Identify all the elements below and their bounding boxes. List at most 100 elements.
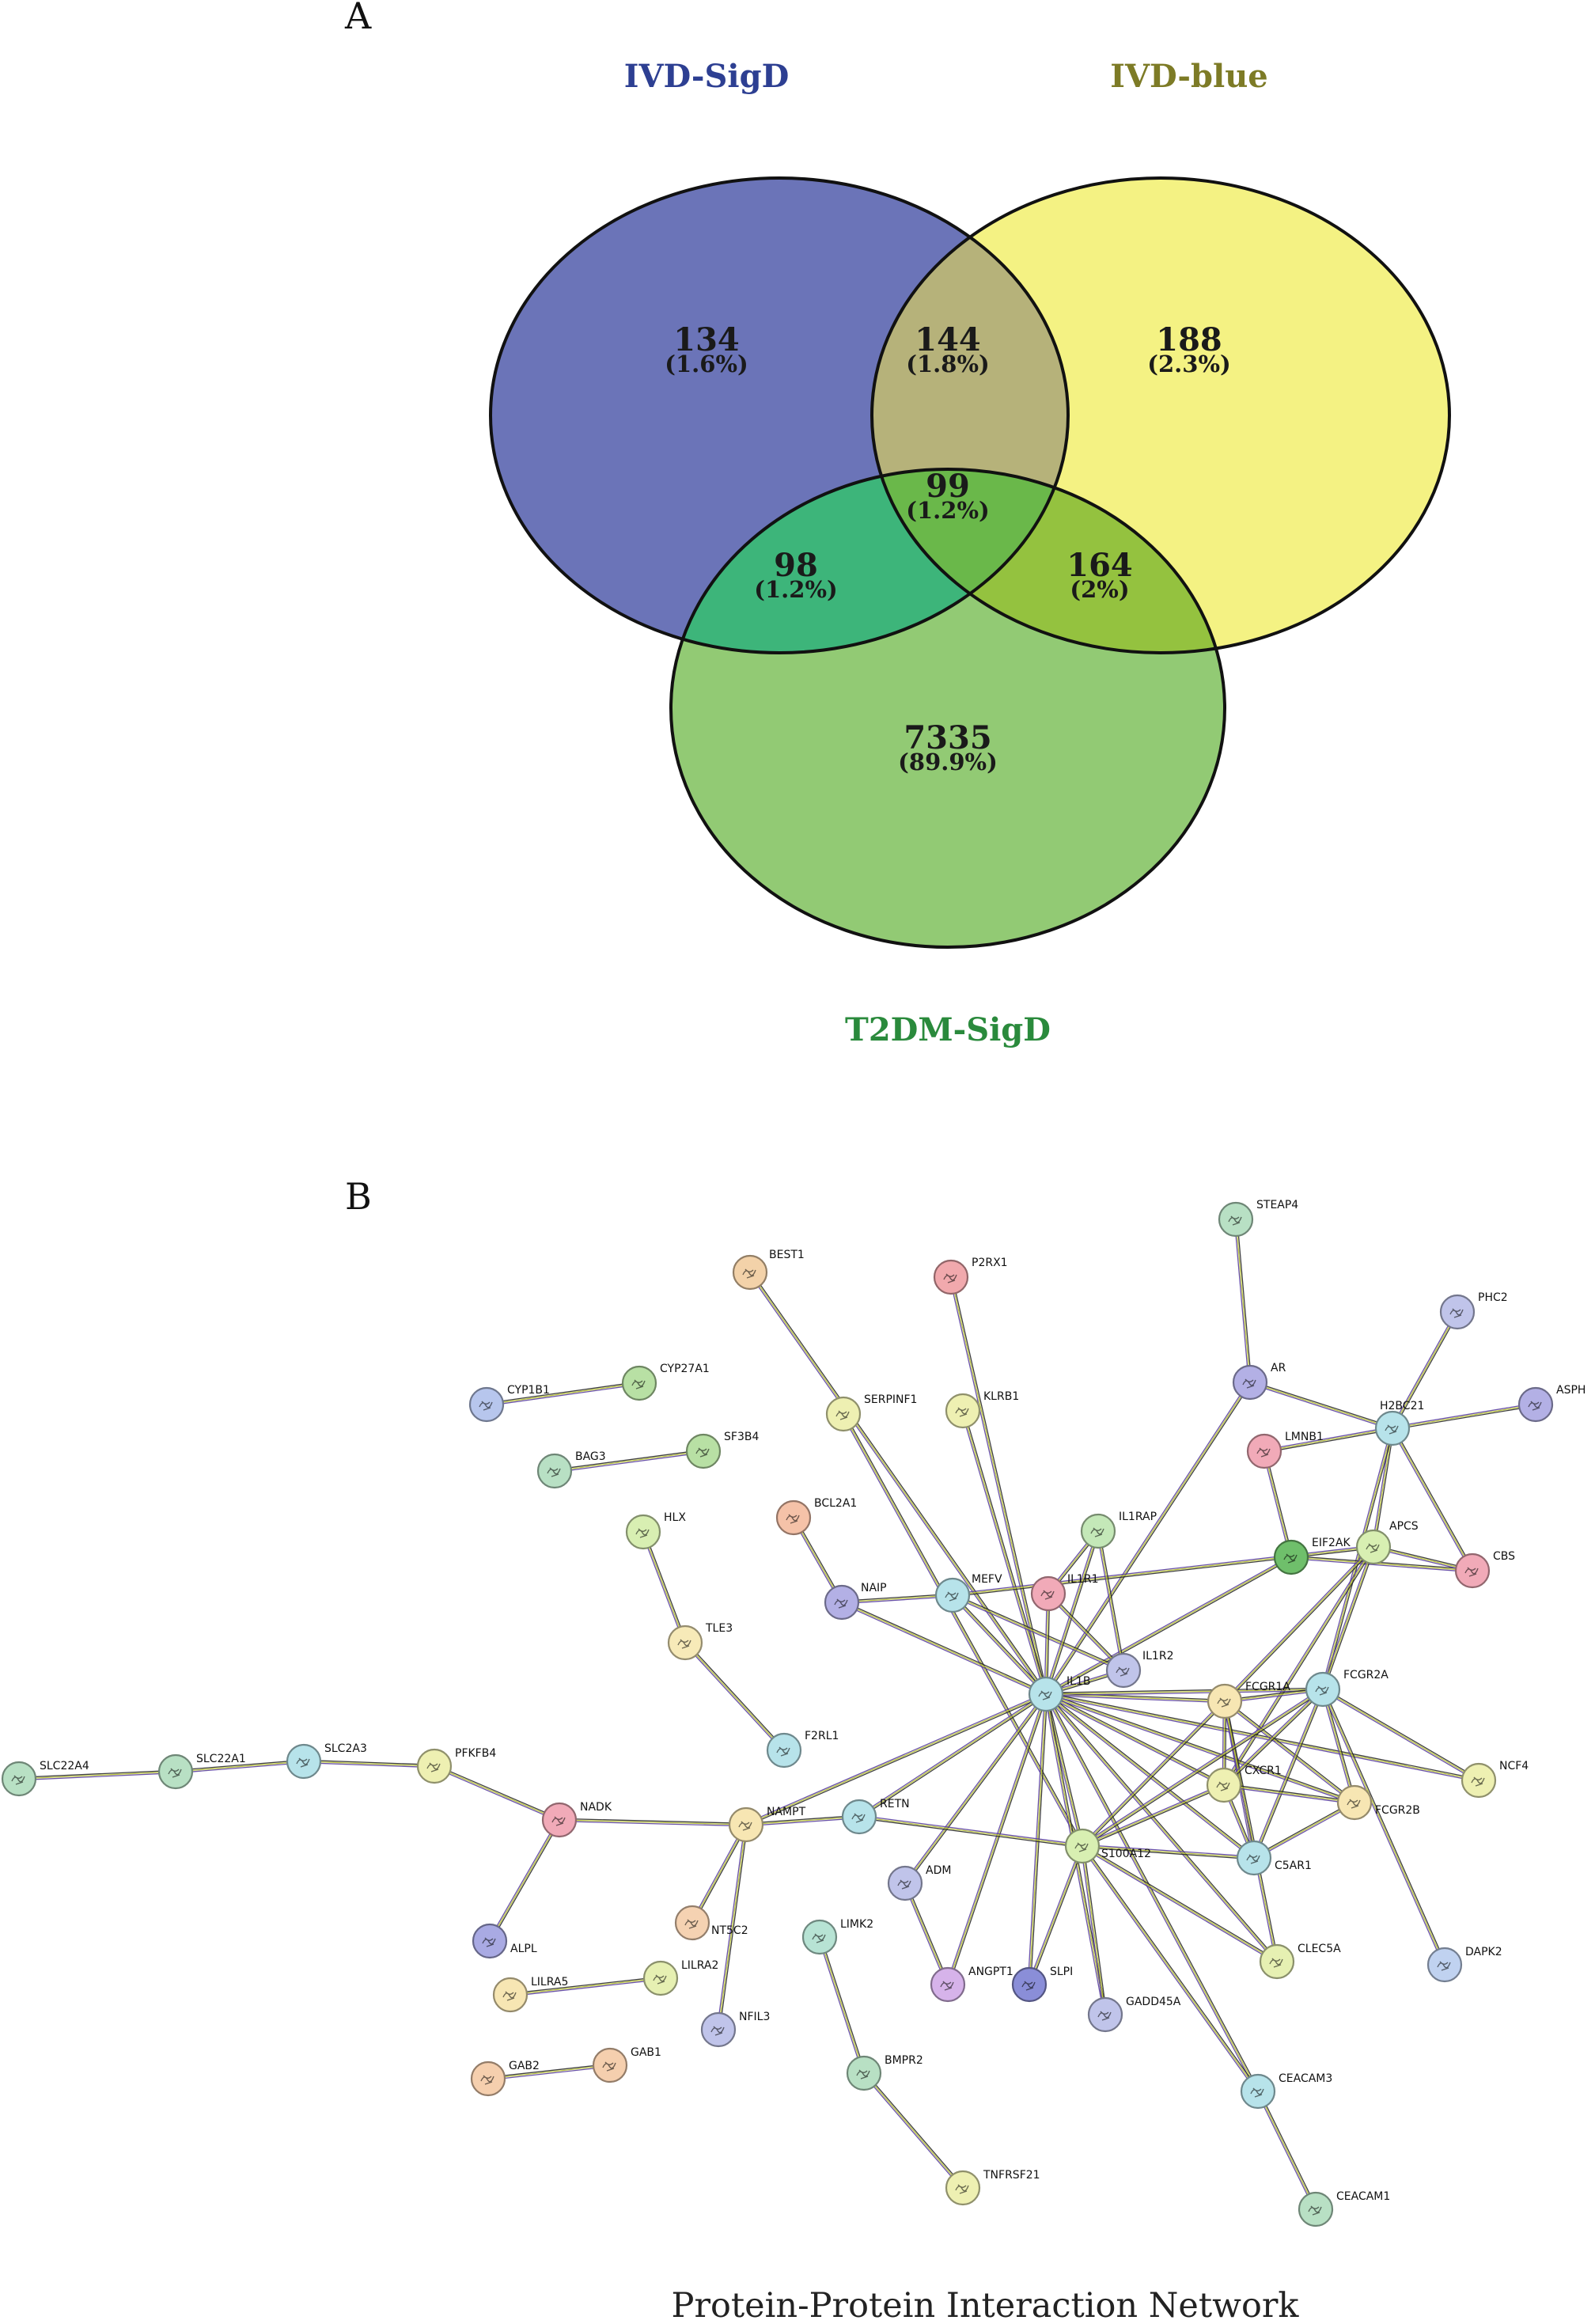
network-node-p2rx1[interactable]: P2RX1 bbox=[933, 1257, 1008, 1295]
network-node-slc22a1[interactable]: SLC22A1 bbox=[157, 1753, 246, 1790]
network-node-nfil3[interactable]: NFIL3 bbox=[700, 2011, 770, 2048]
network-node-nt5c2[interactable]: NT5C2 bbox=[674, 1905, 748, 1941]
network-node-cyp27a1[interactable]: CYP27A1 bbox=[621, 1363, 710, 1401]
node-circle[interactable] bbox=[286, 1743, 322, 1780]
node-circle[interactable] bbox=[592, 2047, 628, 2083]
network-node-fcgr1a[interactable]: FCGR1A bbox=[1207, 1681, 1290, 1719]
node-circle[interactable] bbox=[536, 1453, 573, 1489]
node-circle[interactable] bbox=[1064, 1828, 1101, 1864]
network-node-sf3b4[interactable]: SF3B4 bbox=[685, 1431, 759, 1469]
network-node-nadk[interactable]: NADK bbox=[541, 1801, 612, 1838]
node-circle[interactable] bbox=[468, 1386, 505, 1423]
node-circle[interactable] bbox=[1030, 1575, 1066, 1612]
node-circle[interactable] bbox=[1232, 1364, 1268, 1401]
node-circle[interactable] bbox=[1011, 1966, 1048, 2003]
node-circle[interactable] bbox=[846, 2055, 882, 2091]
network-node-cyp1b1[interactable]: CYP1B1 bbox=[468, 1384, 550, 1423]
network-node-ceacam3[interactable]: CEACAM3 bbox=[1240, 2072, 1332, 2110]
network-node-asph[interactable]: ASPH bbox=[1517, 1384, 1586, 1423]
network-node-nampt[interactable]: NAMPT bbox=[728, 1806, 806, 1843]
network-node-bag3[interactable]: BAG3 bbox=[536, 1450, 606, 1489]
node-circle[interactable] bbox=[621, 1365, 657, 1401]
network-node-pfkfb4[interactable]: PFKFB4 bbox=[416, 1747, 496, 1784]
network-node-il1b[interactable]: IL1B bbox=[1028, 1675, 1090, 1712]
network-node-bmpr2[interactable]: BMPR2 bbox=[846, 2054, 923, 2091]
node-circle[interactable] bbox=[1298, 2191, 1334, 2227]
network-node-s100a12[interactable]: S100A12 bbox=[1064, 1828, 1151, 1864]
node-circle[interactable] bbox=[642, 1960, 679, 1996]
node-circle[interactable] bbox=[1218, 1201, 1254, 1238]
node-circle[interactable] bbox=[416, 1748, 453, 1784]
node-circle[interactable] bbox=[1028, 1676, 1064, 1712]
node-circle[interactable] bbox=[1426, 1947, 1463, 1983]
network-node-lilra5[interactable]: LILRA5 bbox=[492, 1976, 568, 2013]
network-node-steap4[interactable]: STEAP4 bbox=[1218, 1199, 1298, 1238]
network-node-tle3[interactable]: TLE3 bbox=[667, 1622, 733, 1661]
network-node-ncf4[interactable]: NCF4 bbox=[1461, 1760, 1529, 1799]
network-node-slpi[interactable]: SLPI bbox=[1011, 1966, 1073, 2003]
network-node-gab2[interactable]: GAB2 bbox=[470, 2060, 540, 2097]
node-circle[interactable] bbox=[625, 1514, 661, 1550]
node-circle[interactable] bbox=[1105, 1652, 1142, 1689]
network-node-apcs[interactable]: APCS bbox=[1355, 1520, 1419, 1565]
network-node-clec5a[interactable]: CLEC5A bbox=[1259, 1943, 1341, 1980]
node-circle[interactable] bbox=[801, 1919, 838, 1955]
network-node-tnfrsf21[interactable]: TNFRSF21 bbox=[945, 2169, 1040, 2206]
node-circle[interactable] bbox=[1206, 1767, 1242, 1803]
node-circle[interactable] bbox=[1374, 1410, 1411, 1446]
node-circle[interactable] bbox=[887, 1865, 923, 1901]
node-circle[interactable] bbox=[1273, 1539, 1309, 1575]
node-circle[interactable] bbox=[945, 1393, 981, 1429]
network-node-mefv[interactable]: MEFV bbox=[934, 1573, 1002, 1613]
node-circle[interactable] bbox=[824, 1584, 860, 1621]
node-circle[interactable] bbox=[1259, 1943, 1295, 1980]
network-node-h2bc21[interactable]: H2BC21 bbox=[1374, 1400, 1424, 1446]
node-circle[interactable] bbox=[685, 1433, 722, 1469]
network-node-best1[interactable]: BEST1 bbox=[732, 1249, 805, 1291]
network-node-lilra2[interactable]: LILRA2 bbox=[642, 1959, 718, 1996]
network-node-angpt1[interactable]: ANGPT1 bbox=[930, 1966, 1013, 2003]
network-node-cxcr1[interactable]: CXCR1 bbox=[1206, 1765, 1282, 1803]
node-circle[interactable] bbox=[1207, 1683, 1243, 1719]
network-node-f2rl1[interactable]: F2RL1 bbox=[766, 1730, 839, 1769]
network-node-adm[interactable]: ADM bbox=[887, 1864, 951, 1901]
node-circle[interactable] bbox=[775, 1499, 812, 1536]
network-node-phc2[interactable]: PHC2 bbox=[1439, 1291, 1508, 1330]
network-node-limk2[interactable]: LIMK2 bbox=[801, 1918, 873, 1955]
node-circle[interactable] bbox=[728, 1807, 764, 1843]
node-circle[interactable] bbox=[1240, 2073, 1276, 2110]
network-node-ceacam1[interactable]: CEACAM1 bbox=[1298, 2190, 1390, 2227]
node-circle[interactable] bbox=[766, 1732, 802, 1769]
node-circle[interactable] bbox=[1236, 1840, 1272, 1876]
network-node-naip[interactable]: NAIP bbox=[824, 1582, 887, 1621]
node-circle[interactable] bbox=[1454, 1552, 1491, 1589]
network-node-ar[interactable]: AR bbox=[1232, 1362, 1286, 1401]
node-circle[interactable] bbox=[1517, 1386, 1554, 1423]
node-circle[interactable] bbox=[157, 1753, 194, 1790]
node-circle[interactable] bbox=[945, 2170, 981, 2206]
network-node-slc2a3[interactable]: SLC2A3 bbox=[286, 1742, 367, 1780]
network-node-c5ar1[interactable]: C5AR1 bbox=[1236, 1840, 1312, 1876]
node-circle[interactable] bbox=[1080, 1513, 1116, 1549]
network-node-cbs[interactable]: CBS bbox=[1454, 1550, 1515, 1589]
node-circle[interactable] bbox=[541, 1802, 578, 1838]
network-node-klrb1[interactable]: KLRB1 bbox=[945, 1390, 1019, 1429]
node-circle[interactable] bbox=[1336, 1784, 1373, 1821]
node-circle[interactable] bbox=[933, 1259, 969, 1295]
network-node-il1rap[interactable]: IL1RAP bbox=[1080, 1511, 1157, 1549]
network-node-lmnb1[interactable]: LMNB1 bbox=[1246, 1431, 1324, 1469]
node-circle[interactable] bbox=[1355, 1529, 1392, 1565]
network-node-slc22a4[interactable]: SLC22A4 bbox=[1, 1760, 89, 1797]
network-node-fcgr2a[interactable]: FCGR2A bbox=[1305, 1669, 1389, 1708]
network-node-gadd45a[interactable]: GADD45A bbox=[1087, 1996, 1181, 2033]
network-node-gab1[interactable]: GAB1 bbox=[592, 2046, 661, 2083]
network-node-serpinf1[interactable]: SERPINF1 bbox=[825, 1393, 917, 1432]
network-node-il1r2[interactable]: IL1R2 bbox=[1105, 1650, 1173, 1689]
node-circle[interactable] bbox=[732, 1254, 768, 1291]
node-circle[interactable] bbox=[1461, 1762, 1497, 1799]
node-circle[interactable] bbox=[1, 1761, 37, 1797]
network-node-fcgr2b[interactable]: FCGR2B bbox=[1336, 1784, 1420, 1821]
network-node-eif2ak[interactable]: EIF2AK bbox=[1273, 1537, 1351, 1575]
network-node-bcl2a1[interactable]: BCL2A1 bbox=[775, 1497, 857, 1536]
network-node-dapk2[interactable]: DAPK2 bbox=[1426, 1946, 1502, 1983]
